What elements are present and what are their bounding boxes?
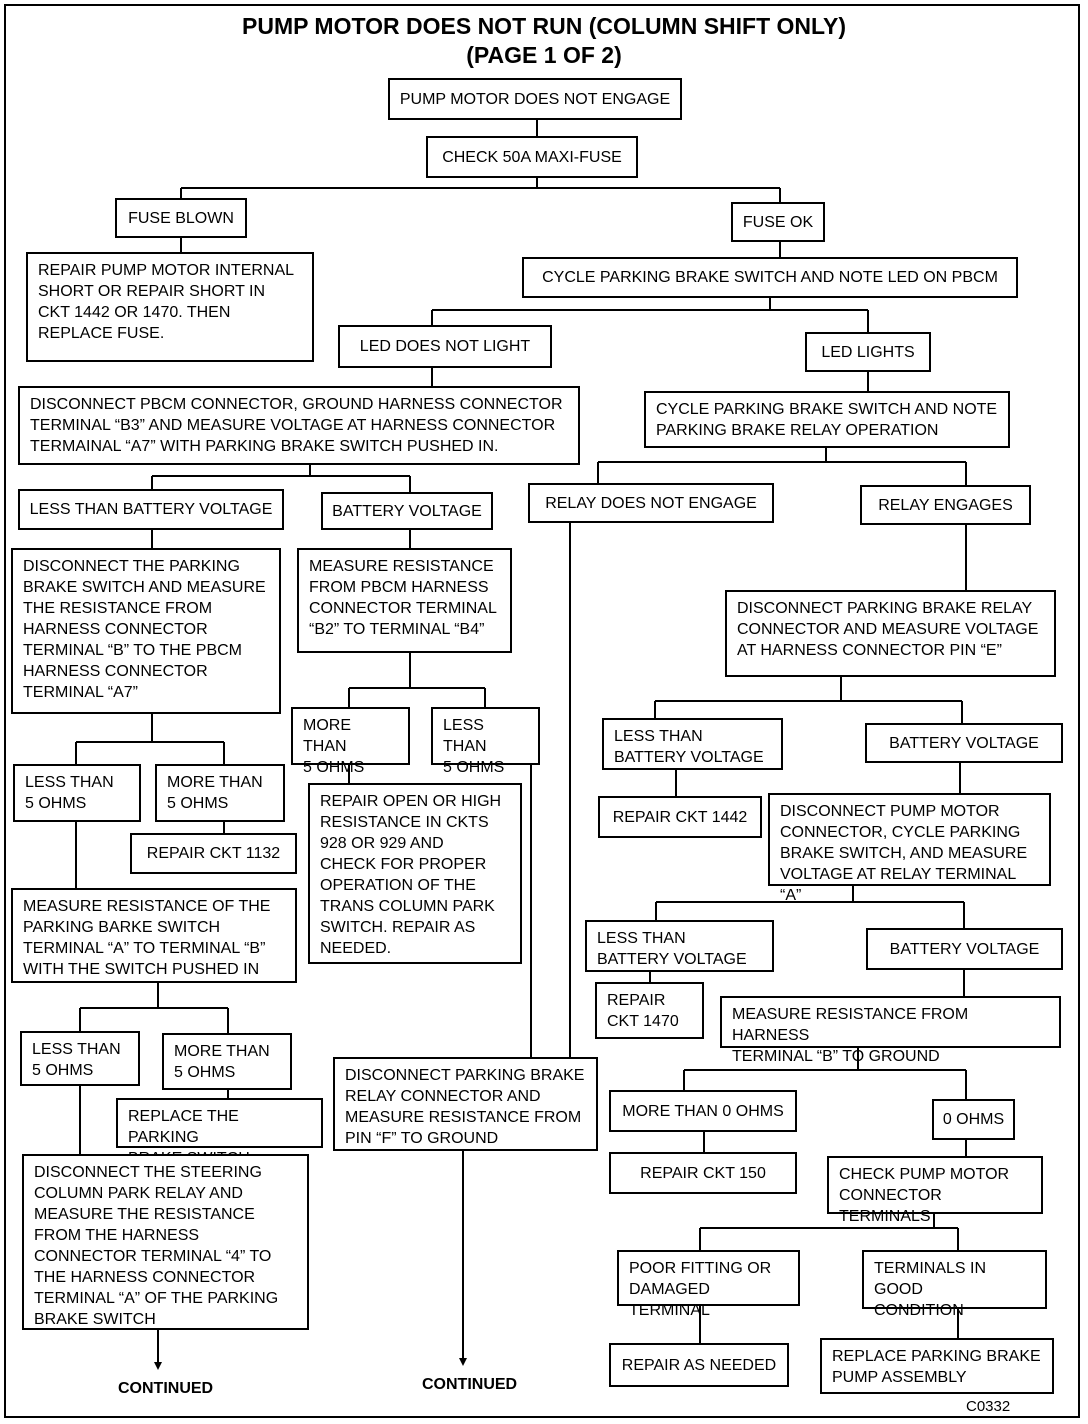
node-more-0-ohms: MORE THAN 0 OHMS <box>609 1090 797 1132</box>
diagram-title: PUMP MOTOR DOES NOT RUN (COLUMN SHIFT ON… <box>242 13 846 39</box>
node-measure-switch-ab: MEASURE RESISTANCE OF THE PARKING BARKE … <box>11 888 297 983</box>
continued-mid-label: CONTINUED <box>422 1376 518 1393</box>
node-repair-1470: REPAIR CKT 1470 <box>595 982 704 1039</box>
node-battery-3: BATTERY VOLTAGE <box>866 928 1063 970</box>
node-zero-ohms: 0 OHMS <box>932 1099 1015 1140</box>
node-terminals-good: TERMINALS IN GOOD CONDITION <box>862 1250 1047 1319</box>
node-led-lights: LED LIGHTS <box>805 332 931 372</box>
node-less-5-ohms-a: LESS THAN 5 OHMS <box>431 707 540 776</box>
node-disconnect-pump: DISCONNECT PUMP MOTOR CONNECTOR, CYCLE P… <box>768 793 1051 904</box>
node-cycle-relay: CYCLE PARKING BRAKE SWITCH AND NOTE PARK… <box>644 391 1010 448</box>
node-relay-engages: RELAY ENGAGES <box>860 485 1031 525</box>
node-disconnect-pbcm: DISCONNECT PBCM CONNECTOR, GROUND HARNES… <box>18 386 580 465</box>
node-start: PUMP MOTOR DOES NOT ENGAGE <box>388 78 682 120</box>
node-replace-pump: REPLACE PARKING BRAKE PUMP ASSEMBLY <box>820 1338 1054 1394</box>
node-measure-b-ground: MEASURE RESISTANCE FROM HARNESS TERMINAL… <box>720 996 1061 1065</box>
node-repair-150: REPAIR CKT 150 <box>609 1152 797 1194</box>
diagram-frame <box>4 4 1080 1418</box>
node-measure-b2-b4: MEASURE RESISTANCE FROM PBCM HARNESS CON… <box>297 548 512 653</box>
node-disconnect-relay-e: DISCONNECT PARKING BRAKE RELAY CONNECTOR… <box>725 590 1056 677</box>
node-repair-as-needed: REPAIR AS NEEDED <box>609 1343 789 1387</box>
node-cycle-led: CYCLE PARKING BRAKE SWITCH AND NOTE LED … <box>522 257 1018 298</box>
node-repair-open: REPAIR OPEN OR HIGH RESISTANCE IN CKTS 9… <box>308 783 522 964</box>
node-less-5-ohms-c: LESS THAN 5 OHMS <box>20 1031 140 1086</box>
node-less-5-ohms-b: LESS THAN 5 OHMS <box>13 764 141 822</box>
node-fuse-blown: FUSE BLOWN <box>115 198 247 238</box>
node-poor-fitting: POOR FITTING OR DAMAGED TERMINAL <box>617 1250 800 1319</box>
node-less-battery-3: LESS THAN BATTERY VOLTAGE <box>585 920 774 972</box>
node-led-not-light: LED DOES NOT LIGHT <box>338 325 552 368</box>
diagram-subtitle: (PAGE 1 OF 2) <box>466 42 622 68</box>
node-check-terminals: CHECK PUMP MOTOR CONNECTOR TERMINALS <box>827 1156 1043 1225</box>
node-repair-short: REPAIR PUMP MOTOR INTERNAL SHORT OR REPA… <box>26 252 314 362</box>
node-disconnect-steering: DISCONNECT THE STEERING COLUMN PARK RELA… <box>22 1154 309 1330</box>
node-less-battery-1: LESS THAN BATTERY VOLTAGE <box>18 489 284 530</box>
node-battery-1: BATTERY VOLTAGE <box>321 492 493 530</box>
node-more-5-ohms-a: MORE THAN 5 OHMS <box>291 707 410 776</box>
node-check-fuse: CHECK 50A MAXI-FUSE <box>426 136 638 178</box>
node-more-5-ohms-c: MORE THAN 5 OHMS <box>162 1033 292 1090</box>
node-relay-not-engage: RELAY DOES NOT ENGAGE <box>528 483 774 523</box>
node-fuse-ok: FUSE OK <box>731 202 825 242</box>
node-battery-2: BATTERY VOLTAGE <box>865 723 1063 763</box>
node-replace-switch: REPLACE THE PARKING BRAKE SWITCH <box>116 1098 323 1167</box>
continued-left-label: CONTINUED <box>118 1380 214 1397</box>
node-disconnect-relay-f: DISCONNECT PARKING BRAKE RELAY CONNECTOR… <box>333 1057 598 1151</box>
node-disconnect-switch: DISCONNECT THE PARKING BRAKE SWITCH AND … <box>11 548 281 714</box>
node-repair-1132: REPAIR CKT 1132 <box>130 833 297 874</box>
node-more-5-ohms-b: MORE THAN 5 OHMS <box>155 764 285 822</box>
figure-code: C0332 <box>966 1398 1011 1415</box>
node-repair-1442: REPAIR CKT 1442 <box>598 796 762 838</box>
node-less-battery-2: LESS THAN BATTERY VOLTAGE <box>602 718 783 770</box>
